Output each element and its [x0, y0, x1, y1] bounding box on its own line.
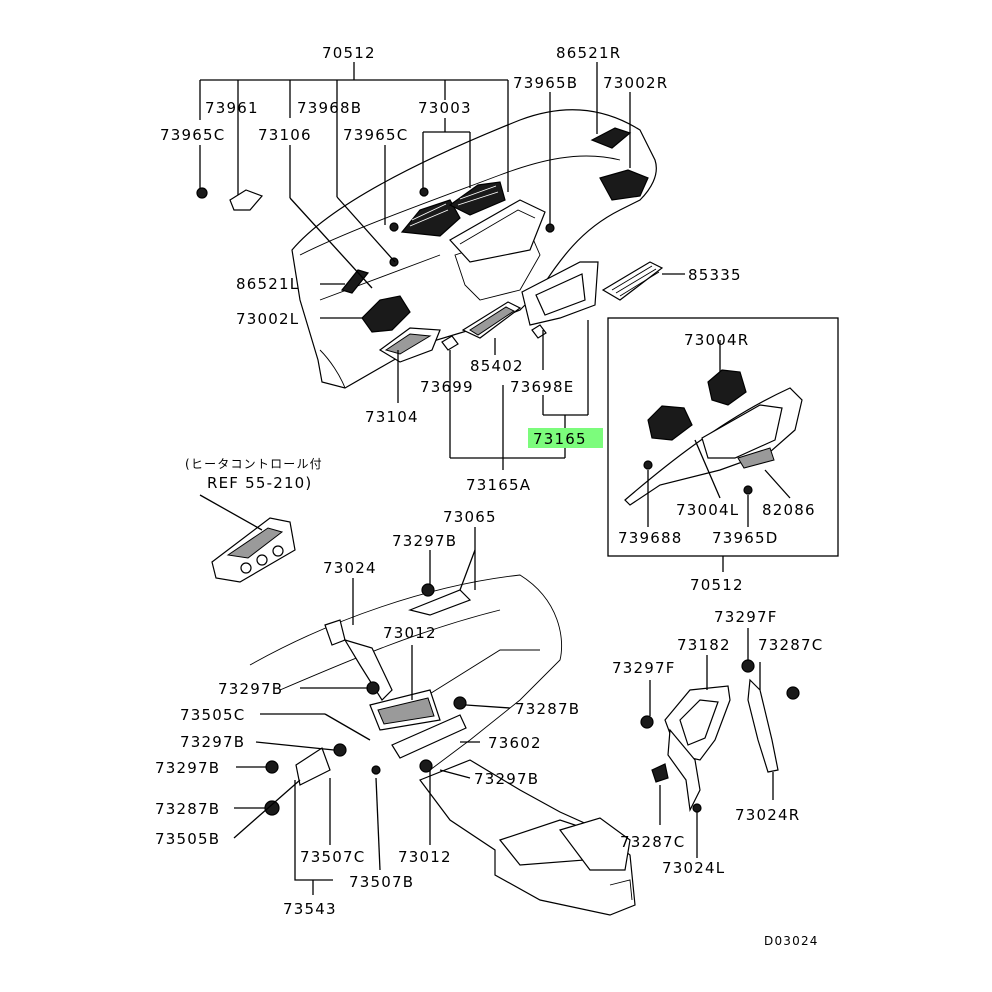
- label-73297B-d: 73297B: [155, 759, 220, 777]
- label-73106: 73106: [258, 126, 312, 144]
- label-73024R: 73024R: [735, 806, 800, 824]
- label-73287C-a: 73287C: [758, 636, 823, 654]
- heater-ref: REF 55-210): [207, 474, 312, 492]
- label-70512-top: 70512: [322, 44, 376, 62]
- label-73543: 73543: [283, 900, 337, 918]
- label-73287C-b: 73287C: [620, 833, 685, 851]
- upper-dashboard-drawing: [196, 109, 664, 389]
- label-73012-a: 73012: [383, 624, 437, 642]
- label-73505B: 73505B: [155, 830, 220, 848]
- lower-dashboard-drawing: [249, 574, 636, 916]
- upper-leader-lines: [199, 62, 685, 470]
- label-73065: 73065: [443, 508, 497, 526]
- heater-control-drawing: [199, 494, 296, 583]
- label-82086: 82086: [762, 501, 816, 519]
- label-73297B-a: 73297B: [392, 532, 457, 550]
- label-73505C: 73505C: [180, 706, 245, 724]
- label-73165A: 73165A: [466, 476, 531, 494]
- label-73003: 73003: [418, 99, 472, 117]
- label-73004L: 73004L: [676, 501, 739, 519]
- label-85335: 85335: [688, 266, 742, 284]
- label-85402: 85402: [470, 357, 524, 375]
- highlight-73165: [528, 428, 603, 448]
- label-73104: 73104: [365, 408, 419, 426]
- label-86521R: 86521R: [556, 44, 621, 62]
- side-leader-lines: [649, 628, 774, 858]
- inset-box: [607, 317, 839, 572]
- label-73024: 73024: [323, 559, 377, 577]
- label-73507C: 73507C: [300, 848, 365, 866]
- label-73287B-a: 73287B: [515, 700, 580, 718]
- label-73297B-c: 73297B: [180, 733, 245, 751]
- label-73297F-b: 73297F: [612, 659, 676, 677]
- heater-note: (ヒータコントロール付: [185, 457, 323, 471]
- label-73182: 73182: [677, 636, 731, 654]
- label-73965C-b: 73965C: [343, 126, 408, 144]
- label-73507B: 73507B: [349, 873, 414, 891]
- label-73165: 73165: [533, 430, 587, 448]
- diagram-code: D03024: [764, 934, 819, 948]
- label-73002L: 73002L: [236, 310, 299, 328]
- label-73698E: 73698E: [510, 378, 574, 396]
- label-73287B-b: 73287B: [155, 800, 220, 818]
- label-73965D: 73965D: [712, 529, 778, 547]
- part-labels: 70512 86521R 73965B 73002R 73961 73968B …: [155, 44, 823, 948]
- label-73602: 73602: [488, 734, 542, 752]
- label-73965C-a: 73965C: [160, 126, 225, 144]
- label-86521L: 86521L: [236, 275, 299, 293]
- label-73297B-e: 73297B: [474, 770, 539, 788]
- label-73012-b: 73012: [398, 848, 452, 866]
- lower-leader-lines: [233, 527, 511, 895]
- label-73297B-b: 73297B: [218, 680, 283, 698]
- label-73965B: 73965B: [513, 74, 578, 92]
- label-73024L: 73024L: [662, 859, 725, 877]
- label-73297F-a: 73297F: [714, 608, 778, 626]
- side-brackets-drawing: [640, 659, 800, 813]
- label-73004R: 73004R: [684, 331, 749, 349]
- label-73968B-box: 739688: [618, 529, 682, 547]
- label-73968B: 73968B: [297, 99, 362, 117]
- label-73961: 73961: [205, 99, 259, 117]
- label-73699: 73699: [420, 378, 474, 396]
- label-73002R: 73002R: [603, 74, 668, 92]
- label-70512-box: 70512: [690, 576, 744, 594]
